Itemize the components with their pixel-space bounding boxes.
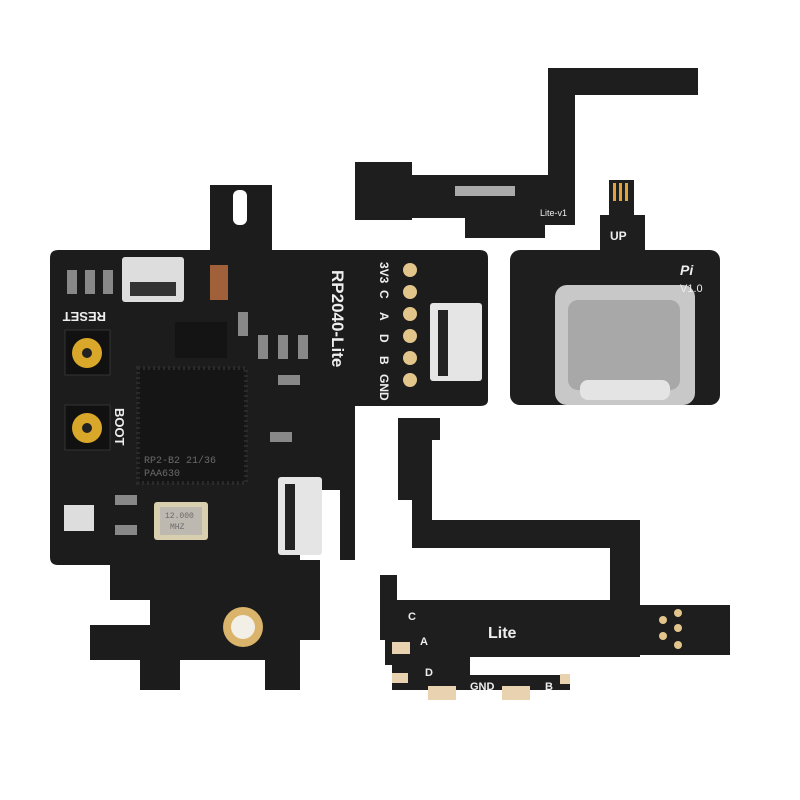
pin-label-3v3: 3V3 (377, 262, 391, 284)
version-label: V1.0 (680, 283, 703, 295)
bottom-flex-cable: Lite C A D GND B (380, 418, 730, 700)
crystal-marking-1: 12.000 (165, 512, 194, 521)
boot-label: BOOT (112, 408, 127, 446)
chip-marking-2: PAA630 (144, 469, 180, 480)
reset-label: RESET (63, 309, 106, 324)
usb-c-board: UP Pi V1.0 (510, 180, 720, 405)
top-flex-label: Lite-v1 (540, 208, 567, 218)
up-label: UP (610, 229, 627, 243)
board-title: RP2040-Lite (328, 270, 347, 367)
pin-label-c: C (377, 290, 391, 299)
chip-marking-1: RP2-B2 21/36 (144, 455, 216, 467)
pad-label-a: A (420, 636, 428, 648)
pi-logo: Pi (680, 262, 694, 278)
pin-label-d: D (377, 334, 391, 343)
pad-label-d: D (425, 667, 433, 679)
main-board: RESET BOOT RP2040-Lite 3V3 C A D B GND R… (50, 185, 488, 690)
bottom-flex-label: Lite (488, 625, 517, 642)
crystal-marking-2: MHZ (170, 523, 185, 532)
pad-label-c: C (408, 611, 416, 623)
pad-label-b: B (545, 681, 553, 693)
pin-label-gnd: GND (377, 374, 391, 401)
pad-label-gnd: GND (470, 681, 495, 693)
top-flex-cable: Lite-v1 (355, 68, 698, 238)
pin-label-b: B (377, 356, 391, 365)
pin-label-a: A (377, 312, 391, 321)
